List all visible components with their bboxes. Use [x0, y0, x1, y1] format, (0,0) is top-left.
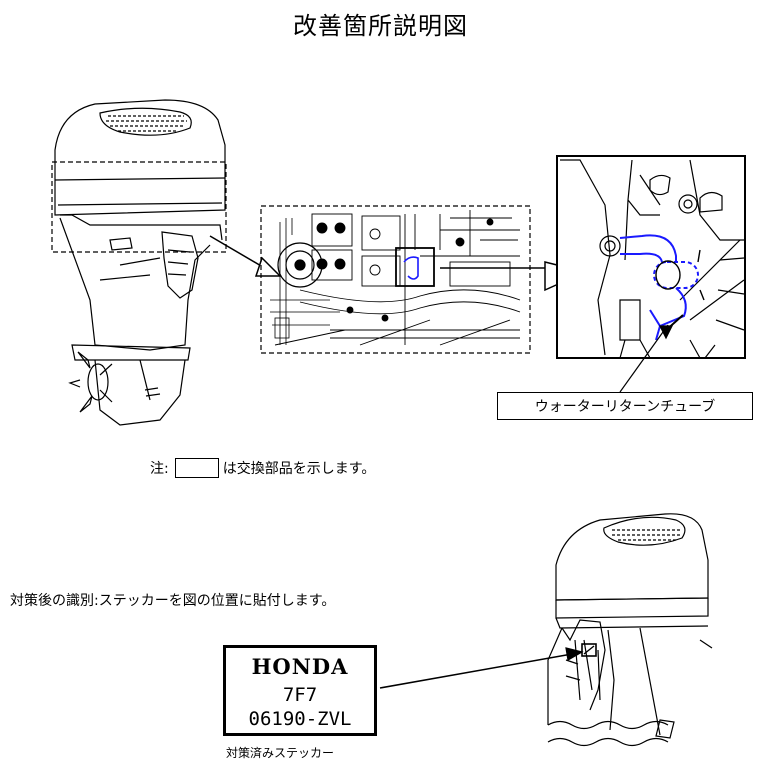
outboard-motor-sticker-position	[547, 513, 713, 747]
callout-label: ウォーターリターンチューブ	[534, 399, 716, 415]
countermeasure-sticker: HONDA 7F7 06190-ZVL	[223, 645, 377, 736]
outboard-motor-side-view	[51, 99, 227, 426]
note-suffix: は交換部品を示します。	[222, 461, 376, 477]
replacement-part-highlight	[395, 247, 435, 287]
identification-text: 対策後の識別:ステッカーを図の位置に貼付します。	[10, 593, 336, 609]
note-box-legend	[174, 458, 219, 478]
sticker-part-number: 06190-ZVL	[248, 708, 352, 730]
water-return-tube	[619, 234, 699, 341]
callout-water-return-tube: ウォーターリターンチューブ	[497, 392, 753, 420]
note-prefix: 注:	[150, 461, 169, 477]
cowling-vents-lower	[603, 516, 686, 546]
propeller	[68, 351, 113, 413]
sticker-arrow	[379, 653, 573, 689]
cowling-vents	[99, 107, 192, 136]
page-title: 改善箇所説明図	[293, 12, 468, 40]
sticker-location	[581, 643, 597, 657]
detail-box-cowling	[51, 161, 227, 253]
zoom-detail-view	[556, 155, 746, 359]
callout-leader	[619, 324, 669, 393]
water-return-tube-small	[403, 256, 419, 280]
replacement-note: 注: は交換部品を示します。	[150, 458, 375, 478]
sticker-code: 7F7	[282, 684, 318, 706]
engine-detail-view	[260, 205, 531, 354]
sticker-brand: HONDA	[251, 654, 349, 679]
sticker-caption: 対策済みステッカー	[226, 746, 335, 760]
